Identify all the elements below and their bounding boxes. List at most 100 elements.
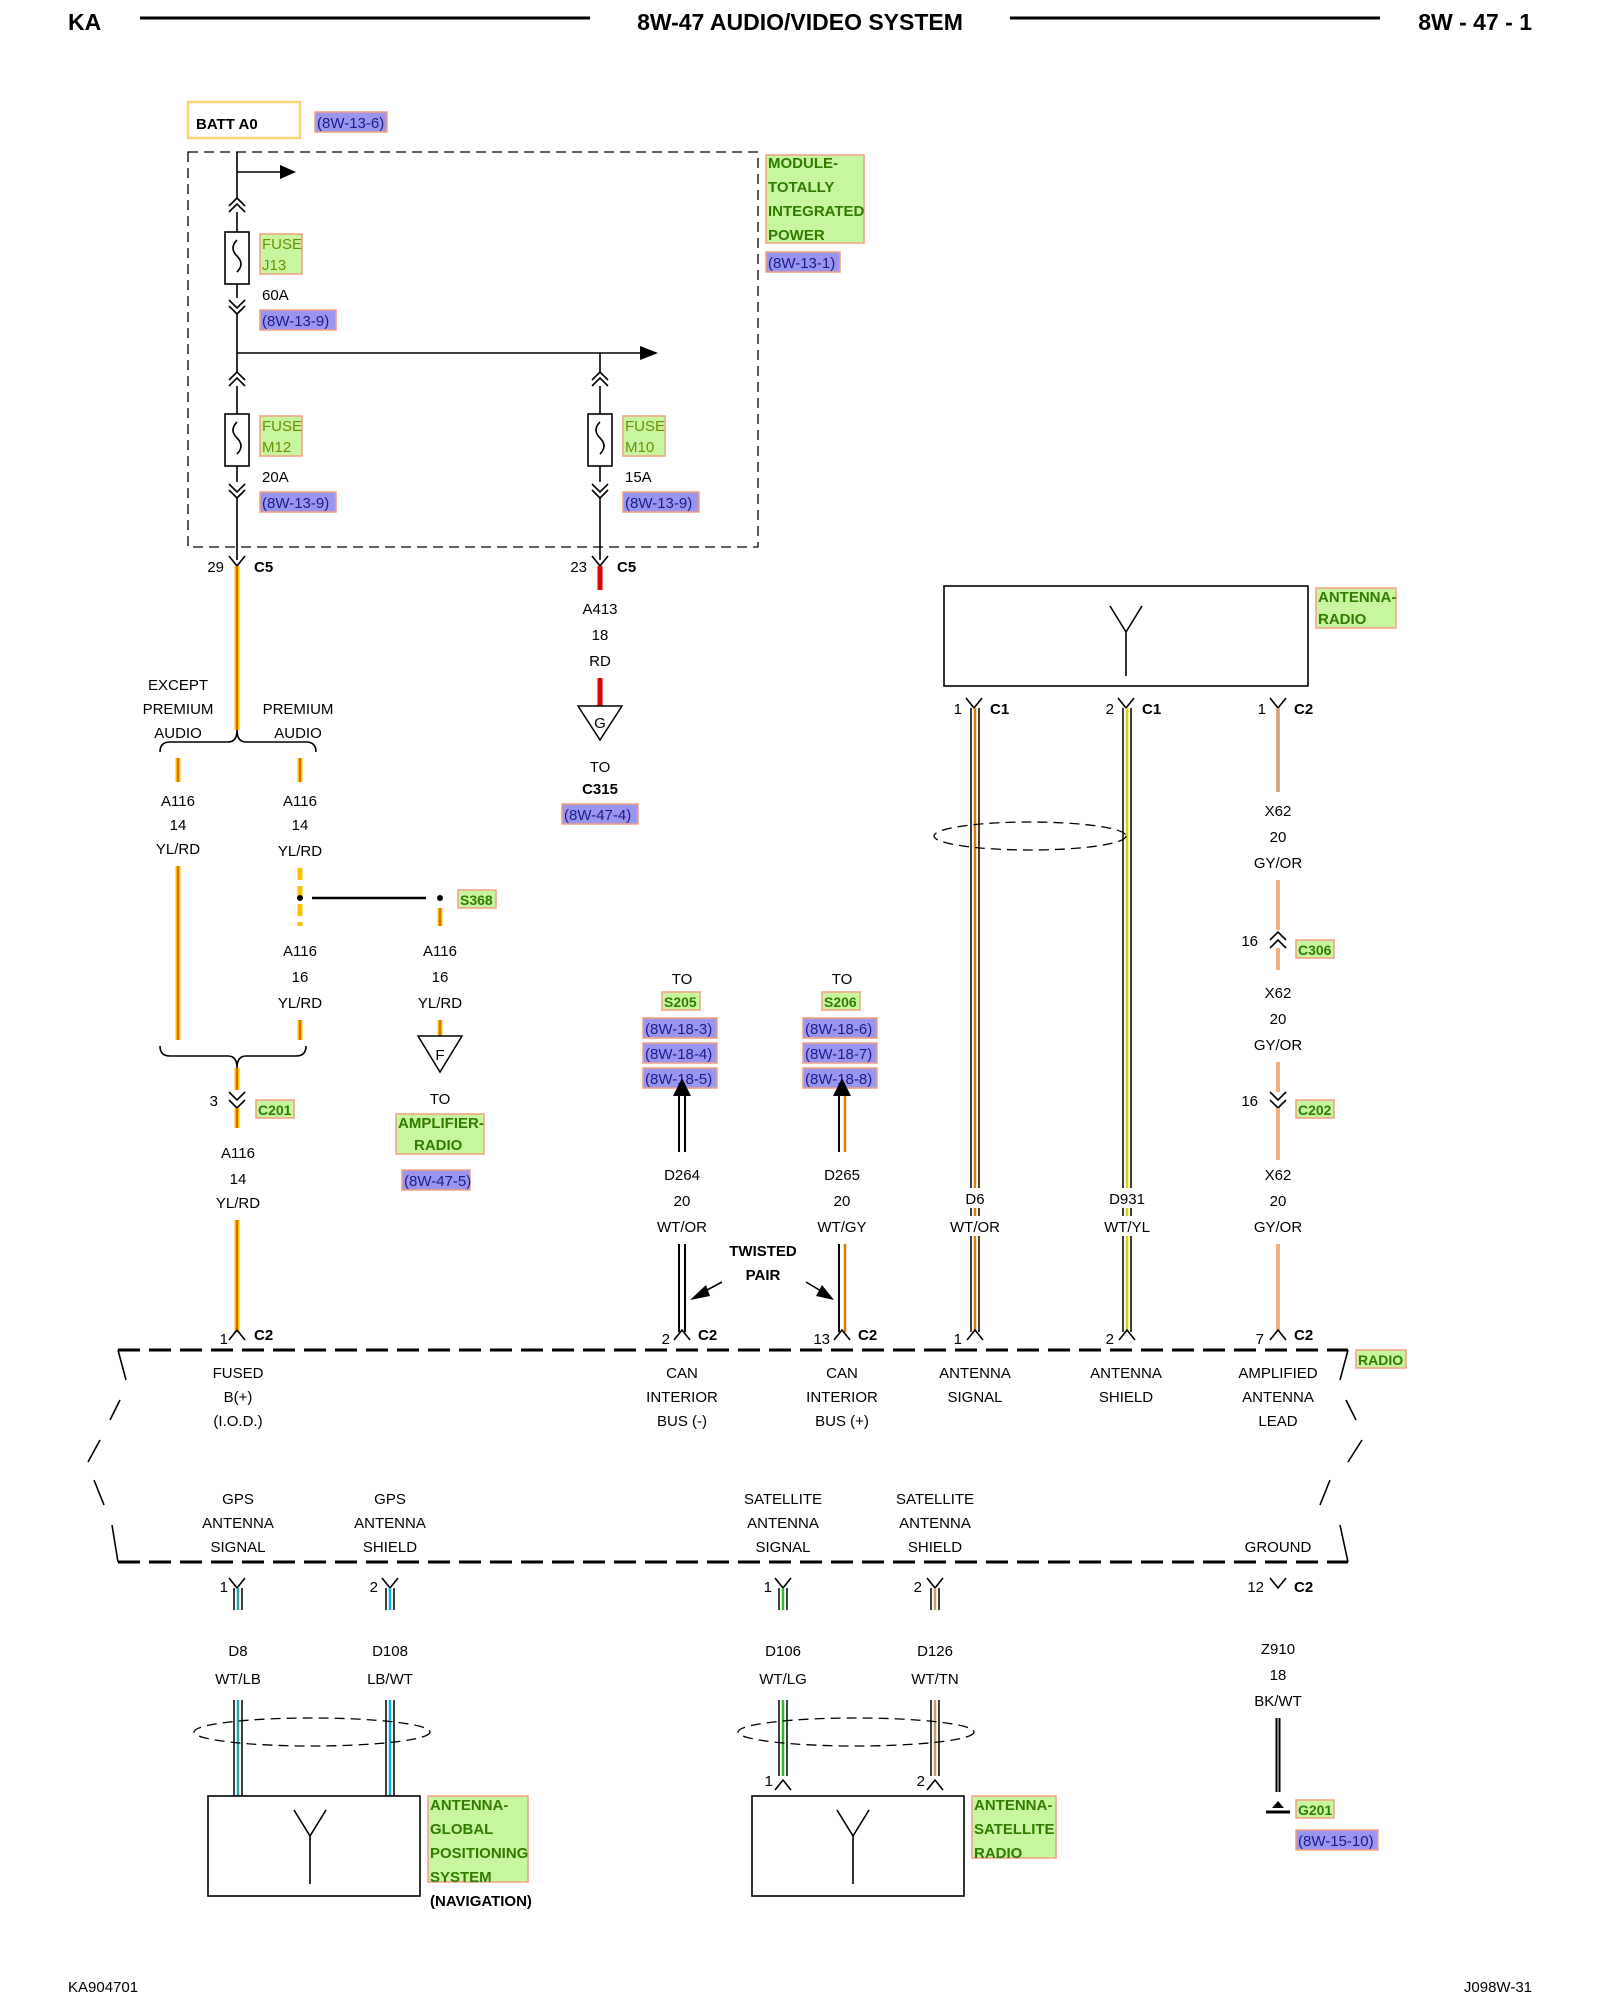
page-header: KA 8W-47 AUDIO/VIDEO SYSTEM 8W - 47 - 1 bbox=[68, 9, 1532, 35]
svg-text:16: 16 bbox=[432, 969, 449, 986]
svg-text:1: 1 bbox=[764, 1579, 772, 1596]
svg-text:AMPLIFIED: AMPLIFIED bbox=[1238, 1365, 1317, 1382]
svg-text:YL/RD: YL/RD bbox=[216, 1195, 260, 1212]
svg-text:(8W-13-9)[interactable]: (8W-13-9) bbox=[262, 313, 329, 330]
svg-text:(8W-47-4)[interactable]: (8W-47-4) bbox=[564, 807, 631, 824]
svg-text:INTERIOR: INTERIOR bbox=[646, 1389, 718, 1406]
svg-text:WT/LB: WT/LB bbox=[215, 1671, 261, 1688]
svg-text:1: 1 bbox=[954, 701, 962, 718]
svg-text:23: 23 bbox=[570, 559, 587, 576]
header-right: 8W - 47 - 1 bbox=[1418, 9, 1532, 35]
svg-text:(8W-15-10)[interactable]: (8W-15-10) bbox=[1298, 1833, 1374, 1850]
svg-text:AUDIO: AUDIO bbox=[154, 725, 202, 742]
svg-text:CAN: CAN bbox=[826, 1365, 858, 1382]
svg-text:(8W-18-4)[interactable]: (8W-18-4) bbox=[645, 1046, 712, 1063]
svg-text:X62: X62 bbox=[1265, 1167, 1292, 1184]
twisted-pair-label: TWISTED bbox=[729, 1243, 797, 1260]
svg-text:60A: 60A bbox=[262, 287, 289, 304]
batt-label: BATT A0 bbox=[196, 116, 258, 133]
to-splice-s205: TO S205 (8W-18-3) (8W-18-4) (8W-18-5) bbox=[642, 971, 718, 1152]
fuse-m12-symbol bbox=[224, 413, 250, 467]
footer-left: KA904701 bbox=[68, 1979, 138, 1996]
svg-text:2: 2 bbox=[1106, 1331, 1114, 1348]
svg-text:(8W-18-7)[interactable]: (8W-18-7) bbox=[805, 1046, 872, 1063]
svg-text:D264: D264 bbox=[664, 1167, 700, 1184]
svg-text:AUDIO: AUDIO bbox=[274, 725, 322, 742]
svg-text:A413: A413 bbox=[582, 601, 617, 618]
svg-text:(8W-13-9)[interactable]: (8W-13-9) bbox=[625, 495, 692, 512]
circuit-a116-16ga: A116 16 YL/RD A116 16 YL/RD bbox=[278, 943, 462, 1040]
svg-text:GPS: GPS bbox=[374, 1491, 406, 1508]
antenna-icon bbox=[1109, 605, 1143, 676]
fuse-m10-label: FUSE M10 15A (8W-13-9) bbox=[622, 415, 700, 513]
svg-text:C306: C306 bbox=[1298, 942, 1332, 958]
svg-text:TO: TO bbox=[832, 971, 853, 988]
svg-text:GY/OR: GY/OR bbox=[1254, 855, 1303, 872]
svg-text:C2: C2 bbox=[1294, 701, 1313, 718]
svg-text:(8W-18-6)[interactable]: (8W-18-6) bbox=[805, 1021, 872, 1038]
radio-pin-functions-bottom: GPS ANTENNA SIGNAL GPS ANTENNA SHIELD SA… bbox=[202, 1491, 1311, 1556]
svg-text:(8W-13-9)[interactable]: (8W-13-9) bbox=[262, 495, 329, 512]
svg-text:2: 2 bbox=[662, 1331, 670, 1348]
svg-text:16: 16 bbox=[292, 969, 309, 986]
svg-text:C2: C2 bbox=[858, 1327, 877, 1344]
svg-text:BUS (+): BUS (+) bbox=[815, 1413, 869, 1430]
svg-text:SHIELD: SHIELD bbox=[1099, 1389, 1153, 1406]
svg-text:WT/TN: WT/TN bbox=[911, 1671, 958, 1688]
circuit-a116-left: A116 14 YL/RD bbox=[156, 758, 200, 1040]
svg-text:EXCEPT: EXCEPT bbox=[148, 677, 208, 694]
svg-text:(8W-18-3)[interactable]: (8W-18-3) bbox=[645, 1021, 712, 1038]
svg-text:M12: M12 bbox=[262, 439, 291, 456]
svg-text:C1: C1 bbox=[1142, 701, 1161, 718]
svg-text:16: 16 bbox=[1241, 933, 1258, 950]
svg-text:RADIO: RADIO bbox=[974, 1845, 1023, 1862]
circuit-a413: A413 18 RD G TO C315 (8W-47-4) bbox=[561, 566, 639, 825]
svg-text:A116: A116 bbox=[161, 793, 195, 810]
svg-text:(8W-47-5)[interactable]: (8W-47-5) bbox=[404, 1173, 471, 1190]
tipm-ref[interactable]: (8W-13-1) bbox=[768, 255, 835, 272]
svg-text:ANTENNA-: ANTENNA- bbox=[430, 1797, 508, 1814]
svg-text:C202: C202 bbox=[1298, 1102, 1332, 1118]
svg-text:FUSE: FUSE bbox=[262, 418, 302, 435]
svg-text:D931: D931 bbox=[1109, 1191, 1145, 1208]
svg-text:1: 1 bbox=[765, 1773, 773, 1790]
antenna-satellite-radio: ANTENNA- SATELLITE RADIO bbox=[751, 1795, 1057, 1897]
svg-text:(8W-18-5)[interactable]: (8W-18-5) bbox=[645, 1071, 712, 1088]
batt-a0: BATT A0 (8W-13-6) bbox=[186, 100, 388, 140]
svg-text:(NAVIGATION): (NAVIGATION) bbox=[430, 1893, 532, 1910]
svg-text:ANTENNA: ANTENNA bbox=[1242, 1389, 1314, 1406]
svg-text:MODULE-: MODULE- bbox=[768, 155, 838, 172]
svg-text:S206: S206 bbox=[824, 994, 857, 1010]
svg-text:(8W-18-8)[interactable]: (8W-18-8) bbox=[805, 1071, 872, 1088]
batt-ref[interactable]: (8W-13-6) bbox=[317, 115, 384, 132]
svg-text:AMPLIFIER-: AMPLIFIER- bbox=[398, 1115, 484, 1132]
svg-text:D6: D6 bbox=[965, 1191, 984, 1208]
svg-text:15A: 15A bbox=[625, 469, 652, 486]
connector-c5: 29 C5 23 C5 bbox=[207, 555, 636, 576]
svg-text:1: 1 bbox=[954, 1331, 962, 1348]
svg-text:2: 2 bbox=[917, 1773, 925, 1790]
svg-text:X62: X62 bbox=[1265, 803, 1292, 820]
connector-c201: 3 C201 A116 14 YL/RD bbox=[159, 1045, 307, 1332]
svg-text:C2: C2 bbox=[1294, 1327, 1313, 1344]
svg-text:A116: A116 bbox=[283, 793, 317, 810]
svg-text:ANTENNA-: ANTENNA- bbox=[974, 1797, 1052, 1814]
svg-text:SYSTEM: SYSTEM bbox=[430, 1869, 492, 1886]
svg-text:WT/GY: WT/GY bbox=[817, 1219, 866, 1236]
svg-text:FUSE: FUSE bbox=[262, 236, 302, 253]
svg-text:ANTENNA: ANTENNA bbox=[899, 1515, 971, 1532]
option-labels: EXCEPT PREMIUM AUDIO PREMIUM AUDIO bbox=[143, 677, 334, 742]
svg-text:B(+): B(+) bbox=[224, 1389, 253, 1406]
fuse-j13-symbol bbox=[224, 231, 250, 285]
svg-text:INTERIOR: INTERIOR bbox=[806, 1389, 878, 1406]
svg-text:WT/YL: WT/YL bbox=[1104, 1219, 1150, 1236]
svg-text:C5: C5 bbox=[617, 559, 636, 576]
svg-text:RD: RD bbox=[589, 653, 611, 670]
to-splice-s206: TO S206 (8W-18-6) (8W-18-7) (8W-18-8) bbox=[802, 971, 878, 1152]
radio-bottom-pins: 1 2 1 2 12 C2 bbox=[220, 1577, 1313, 1596]
svg-text:1: 1 bbox=[220, 1331, 228, 1348]
svg-text:D8: D8 bbox=[228, 1643, 247, 1660]
tipm-label: MODULE- TOTALLY INTEGRATED POWER (8W-13-… bbox=[765, 154, 865, 273]
gps-antenna-wires: D8 WT/LB D108 LB/WT bbox=[193, 1588, 431, 1796]
svg-text:SATELLITE: SATELLITE bbox=[744, 1491, 822, 1508]
